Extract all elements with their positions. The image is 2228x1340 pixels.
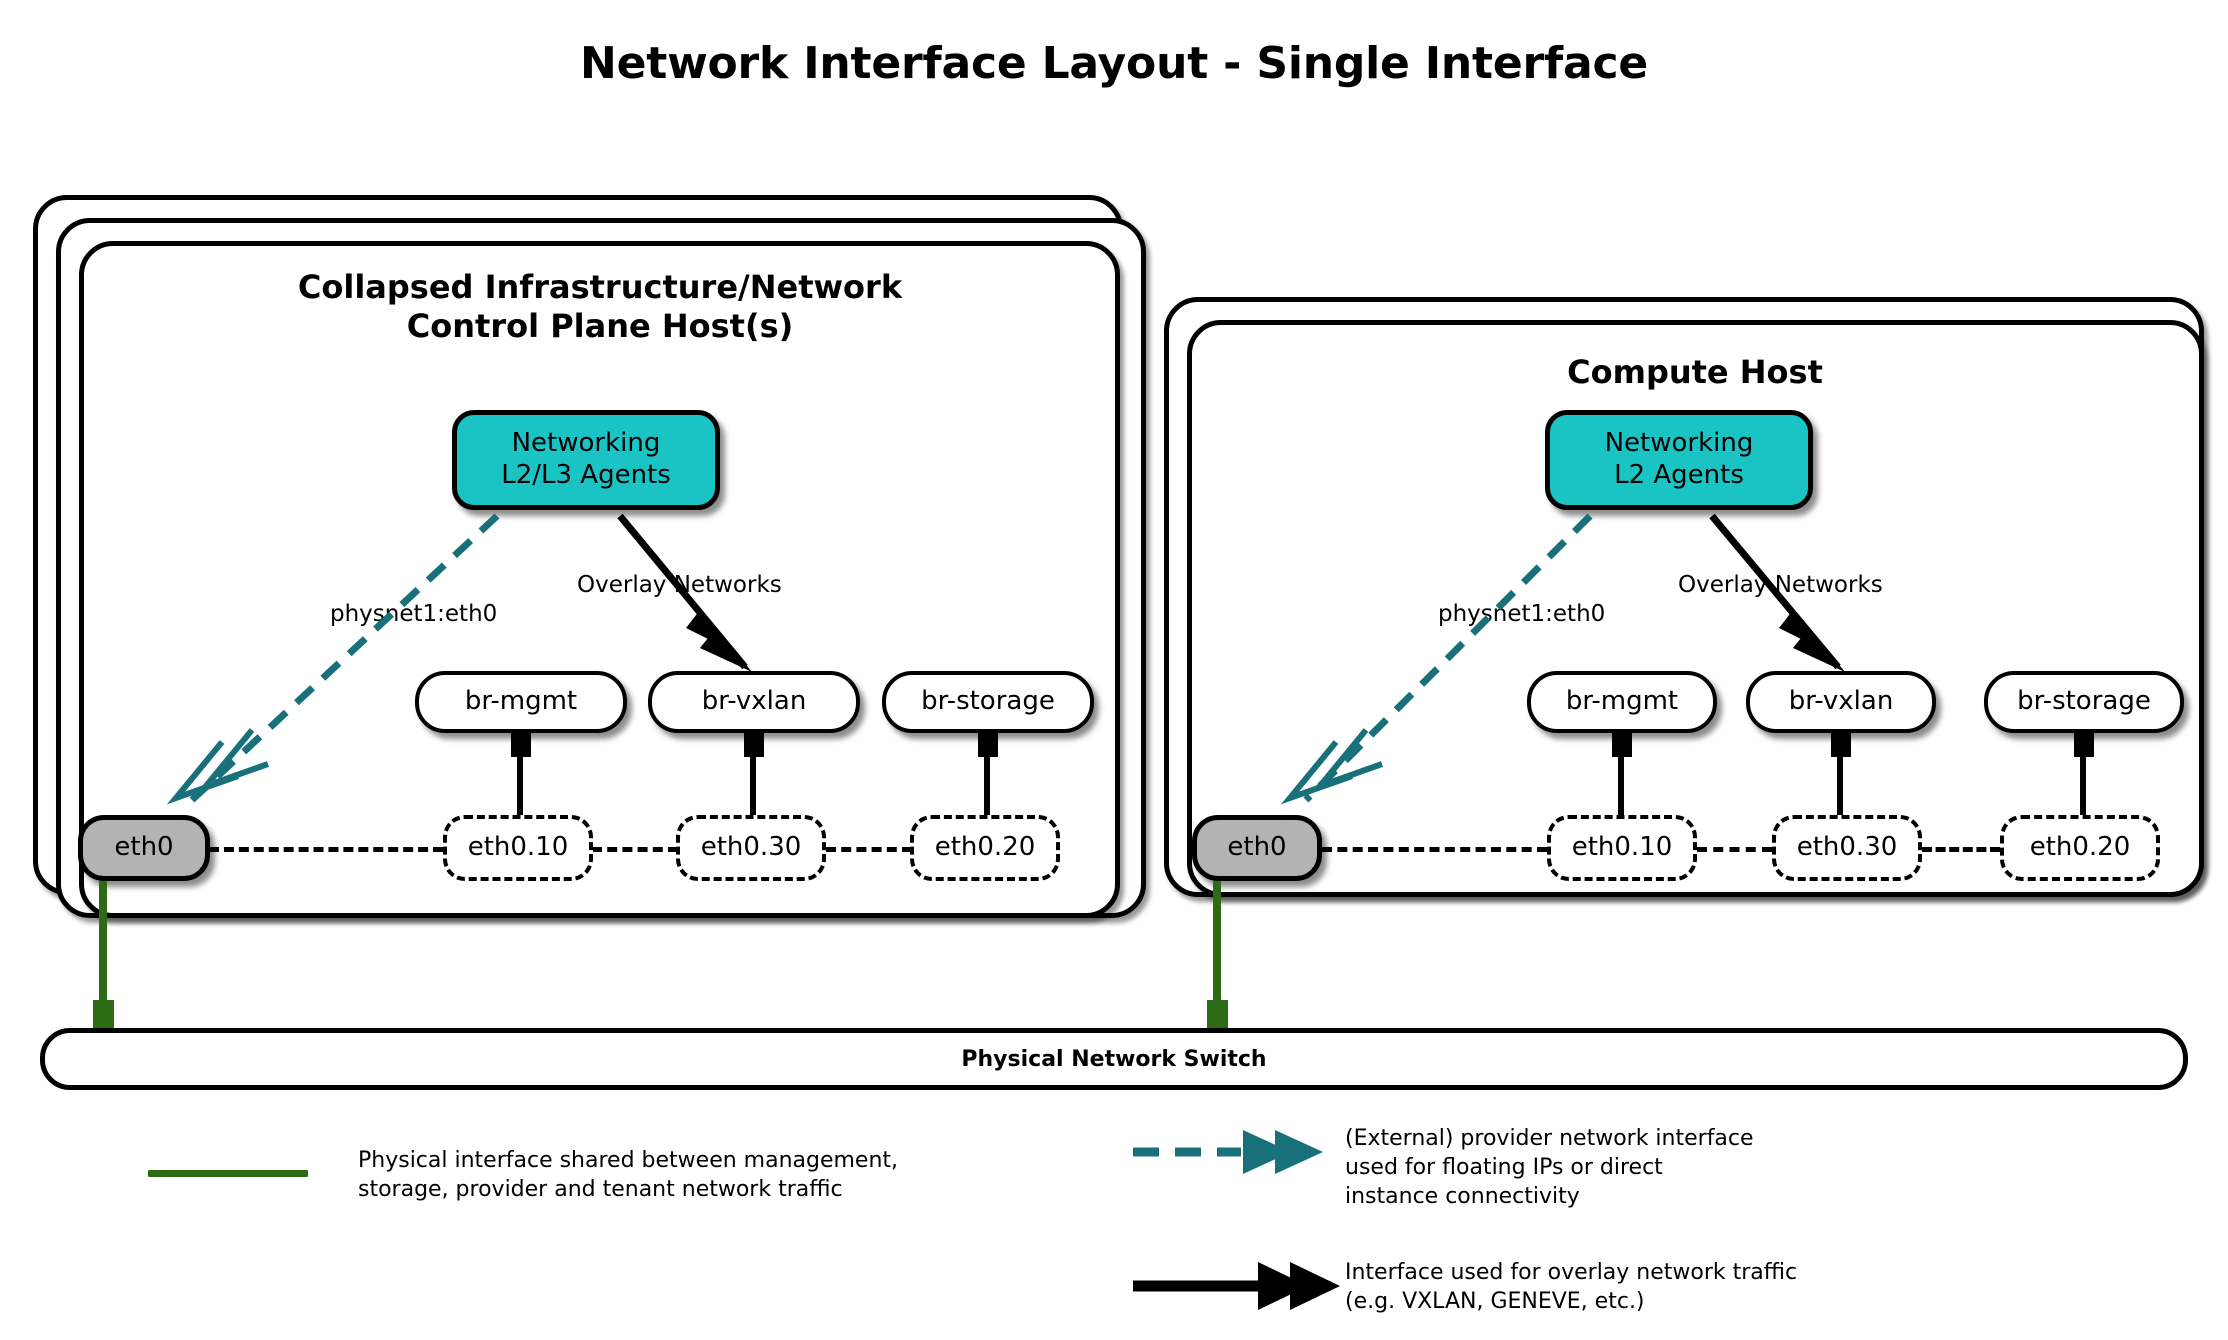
legend-physical-interface-text: Physical interface shared between manage… xyxy=(358,1148,899,1203)
compute-bridge-port-1 xyxy=(1831,733,1851,757)
compute-vlan-eth0-10[interactable]: eth0.10 xyxy=(1547,815,1697,881)
compute-overlay-edge-label: Overlay Networks xyxy=(1678,572,1883,598)
control-plane-vlan-eth0-10[interactable]: eth0.10 xyxy=(443,815,593,881)
control-plane-vlan-trunk-1 xyxy=(592,847,678,852)
control-plane-bridge-stem-0 xyxy=(517,757,523,827)
control-plane-bridge-port-0 xyxy=(511,733,531,757)
compute-vlan-trunk-0 xyxy=(1322,847,1547,852)
compute-bridge-stem-0 xyxy=(1618,757,1624,827)
control-plane-bridge-port-1 xyxy=(744,733,764,757)
legend-overlay-interface-text: Interface used for overlay network traff… xyxy=(1345,1260,1798,1315)
control-plane-bridge-br-storage[interactable]: br-storage xyxy=(882,671,1094,733)
physical-network-switch[interactable]: Physical Network Switch xyxy=(40,1028,2188,1090)
control-plane-overlay-edge-label: Overlay Networks xyxy=(577,572,782,598)
compute-vlan-trunk-1 xyxy=(1697,847,1772,852)
compute-vlan-trunk-2 xyxy=(1922,847,2000,852)
compute-bridge-stem-2 xyxy=(2080,757,2086,827)
legend-overlay-arrow-icon xyxy=(1133,1262,1340,1310)
compute-bridge-br-mgmt[interactable]: br-mgmt xyxy=(1527,671,1717,733)
compute-bridge-stem-1 xyxy=(1837,757,1843,827)
compute-physical-nic-eth0[interactable]: eth0 xyxy=(1192,815,1322,881)
control-plane-uplink-line xyxy=(99,881,107,1022)
compute-uplink-line xyxy=(1213,881,1221,1022)
control-plane-vlan-trunk-0 xyxy=(209,847,443,852)
control-plane-bridge-br-vxlan[interactable]: br-vxlan xyxy=(648,671,860,733)
control-plane-bridge-port-2 xyxy=(978,733,998,757)
page-title: Network Interface Layout - Single Interf… xyxy=(579,38,1648,89)
compute-uplink-port xyxy=(1207,1000,1228,1030)
legend-provider-interface-text: (External) provider network interface us… xyxy=(1345,1126,1754,1210)
compute-provider-edge-label: physnet1:eth0 xyxy=(1438,601,1606,627)
compute-networking-agent-node[interactable]: Networking L2 Agents xyxy=(1545,410,1813,510)
legend-provider-arrow-icon xyxy=(1133,1130,1323,1174)
compute-bridge-port-0 xyxy=(1612,733,1632,757)
control-plane-bridge-stem-1 xyxy=(750,757,756,827)
control-plane-physical-nic-eth0[interactable]: eth0 xyxy=(78,815,210,881)
control-plane-vlan-eth0-30[interactable]: eth0.30 xyxy=(676,815,826,881)
compute-bridge-br-storage[interactable]: br-storage xyxy=(1984,671,2184,733)
compute-bridge-port-2 xyxy=(2074,733,2094,757)
control-plane-provider-edge-label: physnet1:eth0 xyxy=(330,601,498,627)
compute-vlan-eth0-20[interactable]: eth0.20 xyxy=(2000,815,2160,881)
control-plane-vlan-eth0-20[interactable]: eth0.20 xyxy=(910,815,1060,881)
compute-host-title: Compute Host xyxy=(1567,353,1823,391)
control-plane-bridge-stem-2 xyxy=(984,757,990,827)
control-plane-uplink-port xyxy=(93,1000,114,1030)
compute-host-card xyxy=(1187,320,2204,897)
compute-vlan-eth0-30[interactable]: eth0.30 xyxy=(1772,815,1922,881)
control-plane-networking-agent-node[interactable]: Networking L2/L3 Agents xyxy=(452,410,720,510)
control-plane-bridge-br-mgmt[interactable]: br-mgmt xyxy=(415,671,627,733)
control-plane-host-title: Collapsed Infrastructure/Network Control… xyxy=(297,268,903,346)
legend-physical-line-icon xyxy=(148,1170,308,1177)
compute-bridge-br-vxlan[interactable]: br-vxlan xyxy=(1746,671,1936,733)
control-plane-vlan-trunk-2 xyxy=(826,847,912,852)
